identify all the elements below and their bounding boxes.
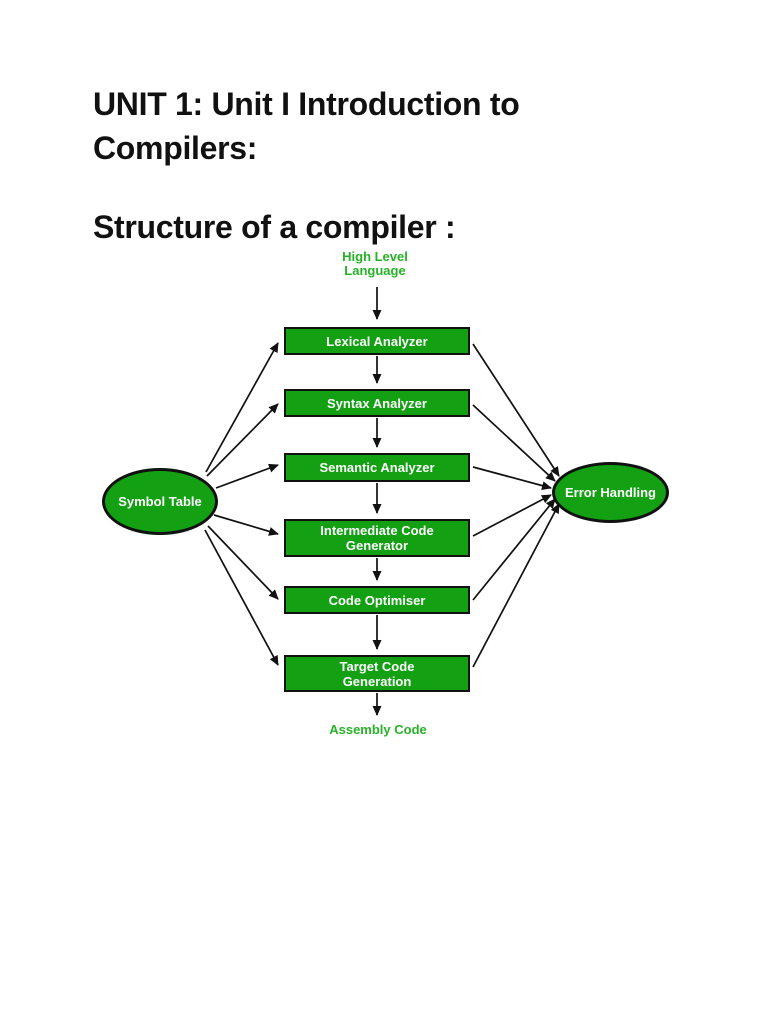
error-handling-label: Error Handling bbox=[564, 485, 656, 500]
intermediate-code-generator-label-line1: Intermediate Code bbox=[320, 523, 434, 538]
page-title: UNIT 1: Unit I Introduction to Compilers… bbox=[93, 82, 520, 170]
symbol-table-label: Symbol Table bbox=[118, 494, 202, 509]
arrow-intermediate-to-errorhandling bbox=[472, 494, 552, 537]
semantic-analyzer-box: Semantic Analyzer bbox=[284, 453, 470, 482]
high-level-language-label-line1: High Level bbox=[342, 249, 408, 264]
intermediate-code-generator-label-line2: Generator bbox=[345, 538, 409, 553]
arrow-lexical-to-errorhandling bbox=[472, 343, 560, 477]
arrow-semantic-to-errorhandling bbox=[472, 466, 552, 491]
arrow-symboltable-to-syntax bbox=[206, 403, 279, 477]
arrow-optimiser-to-errorhandling bbox=[472, 498, 556, 601]
page-title-line1: UNIT 1: Unit I Introduction to bbox=[93, 86, 520, 122]
syntax-analyzer-label: Syntax Analyzer bbox=[327, 395, 427, 411]
section-heading: Structure of a compiler : bbox=[93, 209, 456, 245]
code-optimiser-label: Code Optimiser bbox=[328, 592, 426, 608]
lexical-analyzer-label: Lexical Analyzer bbox=[326, 333, 428, 349]
intermediate-code-generator-box: Intermediate Code Generator bbox=[284, 519, 470, 557]
page-title-line2: Compilers: bbox=[93, 130, 258, 166]
high-level-language-label: High Level Language bbox=[295, 250, 455, 278]
syntax-analyzer-box: Syntax Analyzer bbox=[284, 389, 470, 417]
arrow-target-to-errorhandling bbox=[472, 503, 560, 668]
error-handling-ellipse: Error Handling bbox=[552, 462, 669, 523]
symbol-table-ellipse: Symbol Table bbox=[102, 468, 218, 535]
high-level-language-label-line2: Language bbox=[344, 263, 406, 278]
semantic-analyzer-label: Semantic Analyzer bbox=[319, 460, 435, 475]
arrow-group bbox=[204, 287, 560, 716]
target-code-generation-box: Target Code Generation bbox=[284, 655, 470, 692]
arrow-symboltable-to-target bbox=[204, 529, 279, 666]
code-optimiser-box: Code Optimiser bbox=[284, 586, 470, 614]
arrow-symboltable-to-optimiser bbox=[207, 525, 279, 600]
lexical-analyzer-box: Lexical Analyzer bbox=[284, 327, 470, 355]
arrow-syntax-to-errorhandling bbox=[472, 404, 556, 482]
assembly-code-label: Assembly Code bbox=[329, 722, 427, 737]
target-code-generation-label-line1: Target Code bbox=[339, 658, 415, 674]
arrow-symboltable-to-semantic bbox=[215, 463, 279, 489]
arrow-symboltable-to-intermediate bbox=[213, 514, 279, 536]
target-code-generation-label-line2: Generation bbox=[342, 673, 412, 689]
arrow-symboltable-to-lexical bbox=[205, 342, 279, 473]
